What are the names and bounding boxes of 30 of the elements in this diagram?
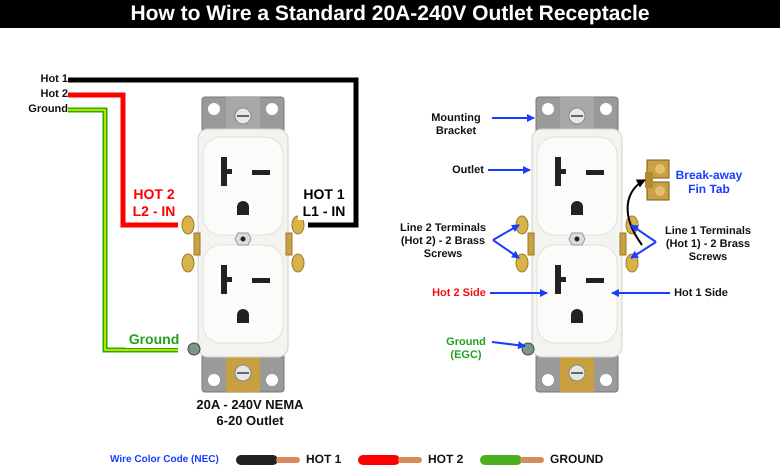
rating-label: 20A - 240V NEMA 6-20 Outlet [195, 397, 305, 429]
wire [68, 92, 178, 228]
callout-text: Hot 1 [40, 73, 68, 86]
callout-text: Hot 1 Side [673, 287, 729, 300]
legend-text: GROUND [550, 453, 604, 466]
arrow [611, 289, 670, 297]
wire [68, 78, 358, 228]
callout-text: Line 1 Terminals (Hot 1) - 2 Brass Screws [664, 225, 752, 264]
legend-title: Wire Color Code (NEC) [110, 453, 220, 466]
wire [68, 108, 178, 352]
callout-text: Mounting Bracket [430, 112, 482, 138]
arrow [488, 166, 531, 174]
legend-text: HOT 2 [428, 453, 464, 466]
callout-text: Hot 2 [40, 88, 68, 101]
callout-text: Line 2 Terminals (Hot 2) - 2 Brass Screws [399, 222, 487, 261]
callout-text: Outlet [451, 164, 485, 177]
arrow [630, 241, 657, 259]
callout-text: Ground [27, 103, 68, 116]
title-banner: How to Wire a Standard 20A-240V Outlet Receptacle [0, 0, 780, 28]
callout-text: Hot 2 Side [431, 287, 487, 300]
callout-text: Ground (EGC) [445, 336, 487, 362]
legend-text: HOT 1 [306, 453, 342, 466]
arrow [492, 224, 520, 241]
arrow [490, 289, 548, 297]
callout-text: Break-away Fin Tab [674, 168, 744, 196]
arrow [492, 114, 535, 122]
arrow [492, 239, 520, 259]
arrow [492, 341, 526, 350]
arrow [626, 179, 646, 246]
arrow [630, 224, 657, 243]
